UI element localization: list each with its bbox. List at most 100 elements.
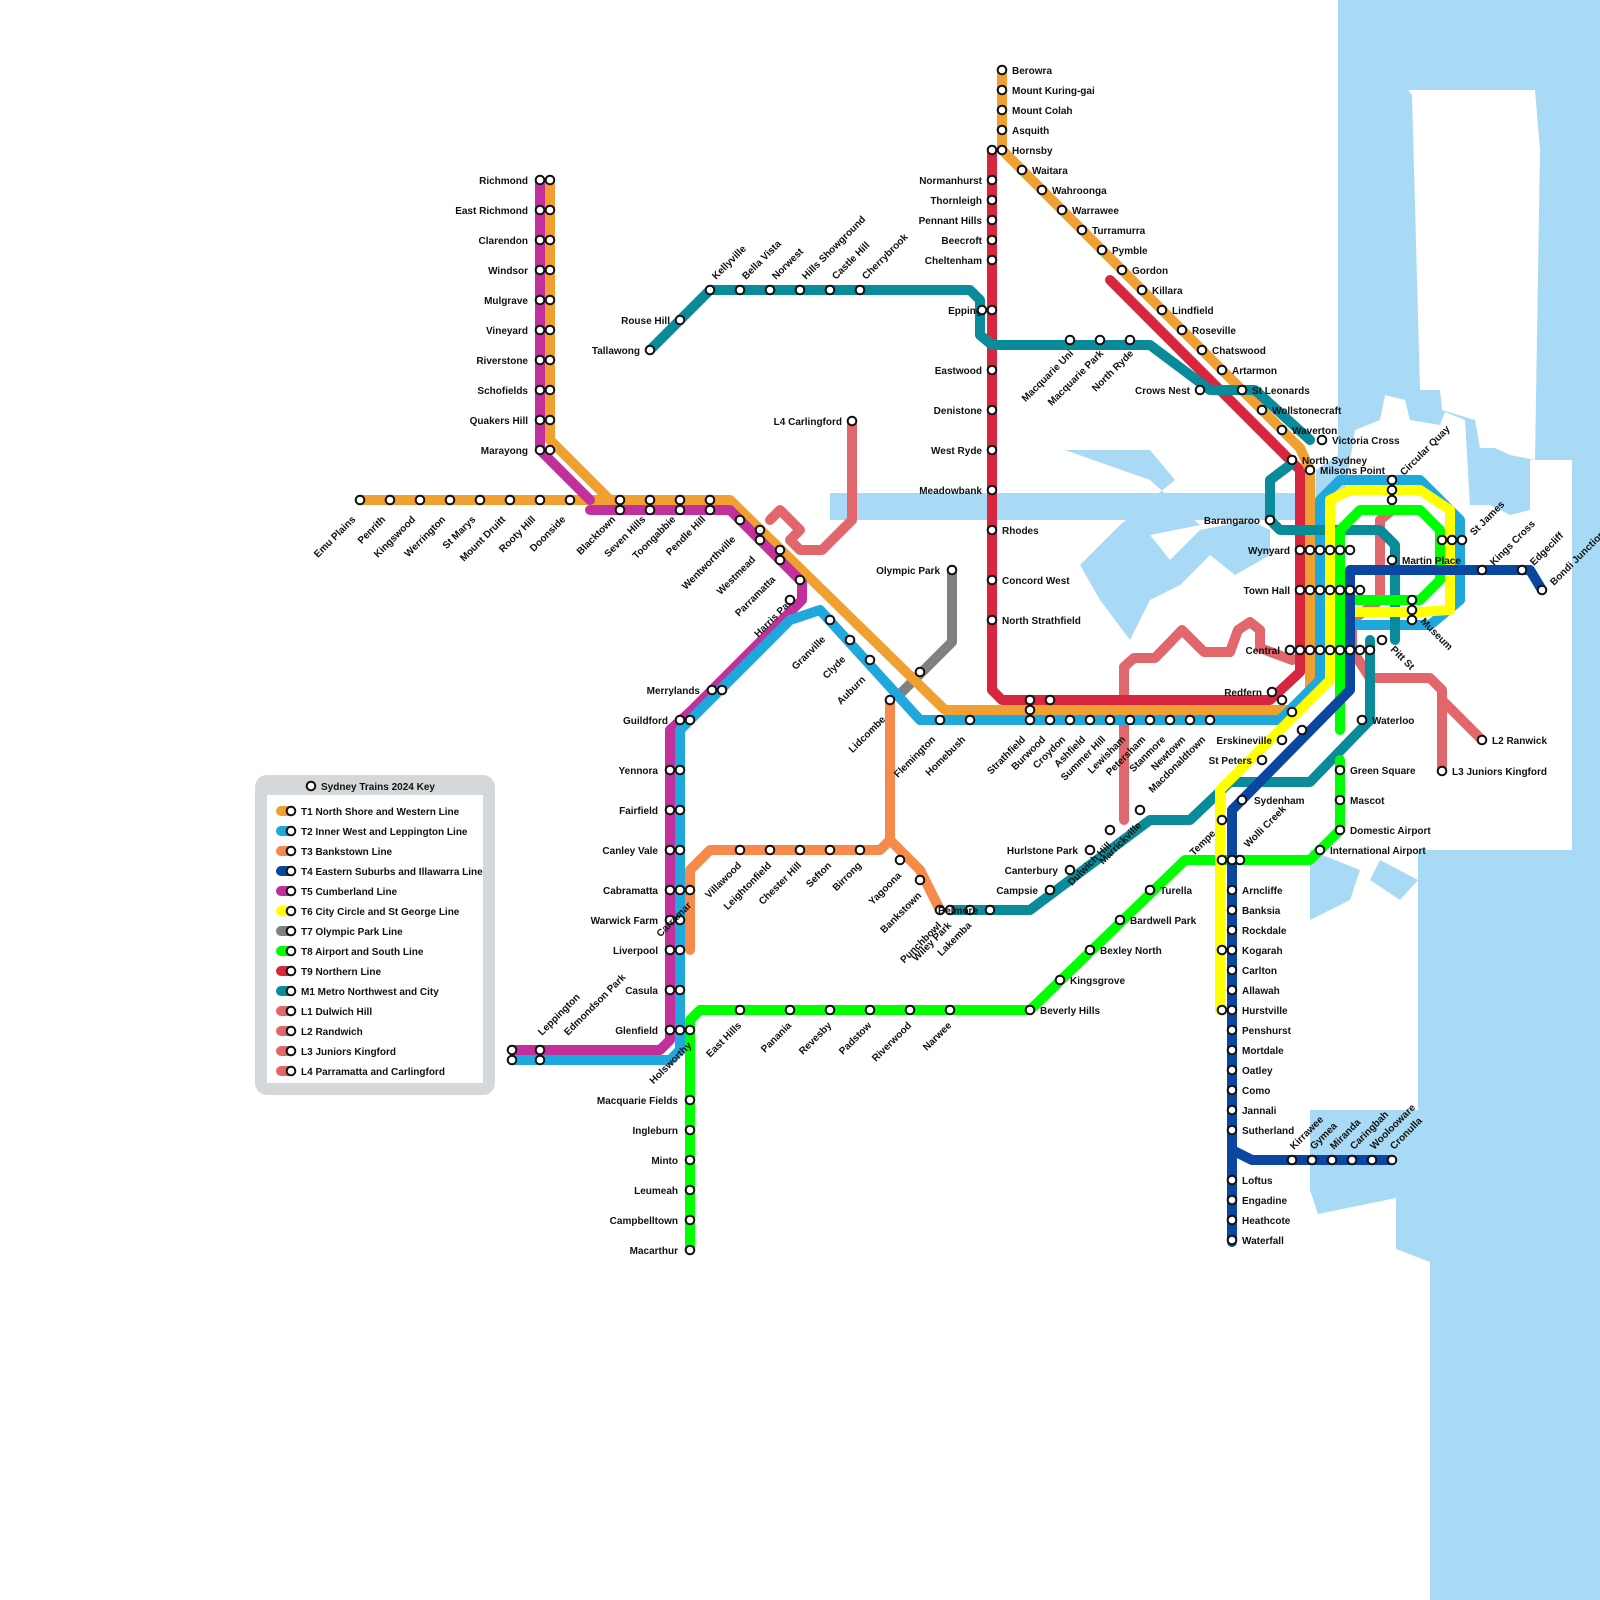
station-label-concord-west[interactable]: Concord West bbox=[1002, 576, 1070, 587]
station-label-campsie[interactable]: Campsie bbox=[996, 886, 1038, 897]
station-label-erskineville[interactable]: Erskineville bbox=[1216, 736, 1272, 747]
station-label-wolli-creek[interactable]: Wolli Creek bbox=[1242, 804, 1288, 850]
station-label-east-hills[interactable]: East Hills bbox=[705, 1020, 745, 1060]
station-label-bankstown[interactable]: Bankstown bbox=[879, 890, 924, 935]
station-label-thornleigh[interactable]: Thornleigh bbox=[930, 196, 982, 207]
station-label-cabramatta[interactable]: Cabramatta bbox=[603, 886, 658, 897]
station-label-yagoona[interactable]: Yagoona bbox=[867, 870, 905, 908]
station-label-turramurra[interactable]: Turramurra bbox=[1092, 226, 1146, 237]
station-label-bexley-north[interactable]: Bexley North bbox=[1100, 946, 1162, 957]
station-label-hurstville[interactable]: Hurstville bbox=[1242, 1006, 1288, 1017]
station-label-fairfield[interactable]: Fairfield bbox=[619, 806, 658, 817]
station-label-quakers-hill[interactable]: Quakers Hill bbox=[470, 416, 529, 427]
station-label-rouse-hill[interactable]: Rouse Hill bbox=[621, 316, 670, 327]
station-label-warrawee[interactable]: Warrawee bbox=[1072, 206, 1119, 217]
station-label-roseville[interactable]: Roseville bbox=[1192, 326, 1236, 337]
station-label-gordon[interactable]: Gordon bbox=[1132, 266, 1168, 277]
station-label-belmore[interactable]: Belmore bbox=[938, 906, 978, 917]
station-label-oatley[interactable]: Oatley bbox=[1242, 1066, 1273, 1077]
station-label-allawah[interactable]: Allawah bbox=[1242, 986, 1280, 997]
station-label-narwee[interactable]: Narwee bbox=[921, 1020, 954, 1053]
station-label-milsons-point[interactable]: Milsons Point bbox=[1320, 466, 1386, 477]
station-label-leumeah[interactable]: Leumeah bbox=[634, 1186, 678, 1197]
station-label-riverwood[interactable]: Riverwood bbox=[870, 1020, 914, 1064]
station-label-st-peters[interactable]: St Peters bbox=[1209, 756, 1253, 767]
station-label-como[interactable]: Como bbox=[1242, 1086, 1270, 1097]
station-label-mascot[interactable]: Mascot bbox=[1350, 796, 1385, 807]
station-label-victoria-cross[interactable]: Victoria Cross bbox=[1332, 436, 1400, 447]
station-label-marayong[interactable]: Marayong bbox=[481, 446, 528, 457]
station-label-turella[interactable]: Turella bbox=[1160, 886, 1192, 897]
station-label-mount-colah[interactable]: Mount Colah bbox=[1012, 106, 1073, 117]
station-label-loftus[interactable]: Loftus bbox=[1242, 1176, 1273, 1187]
station-label-casula[interactable]: Casula bbox=[625, 986, 658, 997]
station-label-warwick-farm[interactable]: Warwick Farm bbox=[591, 916, 659, 927]
station-label-sydenham[interactable]: Sydenham bbox=[1254, 796, 1305, 807]
station-label-east-richmond[interactable]: East Richmond bbox=[455, 206, 528, 217]
station-label-engadine[interactable]: Engadine bbox=[1242, 1196, 1287, 1207]
station-label-denistone[interactable]: Denistone bbox=[934, 406, 983, 417]
station-label-lidcombe[interactable]: Lidcombe bbox=[847, 714, 888, 755]
station-label-macquarie-fields[interactable]: Macquarie Fields bbox=[597, 1096, 679, 1107]
station-label-rockdale[interactable]: Rockdale bbox=[1242, 926, 1287, 937]
station-label-tallawong[interactable]: Tallawong bbox=[592, 346, 640, 357]
station-label-canley-vale[interactable]: Canley Vale bbox=[602, 846, 658, 857]
station-label-schofields[interactable]: Schofields bbox=[477, 386, 528, 397]
station-label-macquarie-uni[interactable]: Macquarie Uni bbox=[1020, 348, 1076, 404]
station-label-sutherland[interactable]: Sutherland bbox=[1242, 1126, 1294, 1137]
station-label-barangaroo[interactable]: Barangaroo bbox=[1204, 516, 1260, 527]
station-label-normanhurst[interactable]: Normanhurst bbox=[919, 176, 982, 187]
station-label-north-strathfield[interactable]: North Strathfield bbox=[1002, 616, 1081, 627]
station-label-l3-juniors-kingford[interactable]: L3 Juniors Kingford bbox=[1452, 767, 1547, 778]
station-label-ingleburn[interactable]: Ingleburn bbox=[632, 1126, 678, 1137]
station-label-riverstone[interactable]: Riverstone bbox=[476, 356, 528, 367]
station-label-circular-quay[interactable]: Circular Quay bbox=[1398, 424, 1452, 478]
station-label-carlton[interactable]: Carlton bbox=[1242, 966, 1277, 977]
station-label-international-airport[interactable]: International Airport bbox=[1330, 846, 1426, 857]
station-label-beverly-hills[interactable]: Beverly Hills bbox=[1040, 1006, 1100, 1017]
station-label-panania[interactable]: Panania bbox=[759, 1020, 794, 1055]
station-label-artarmon[interactable]: Artarmon bbox=[1232, 366, 1277, 377]
station-label-wahroonga[interactable]: Wahroonga bbox=[1052, 186, 1107, 197]
station-label-cheltenham[interactable]: Cheltenham bbox=[925, 256, 982, 267]
station-label-rhodes[interactable]: Rhodes bbox=[1002, 526, 1039, 537]
station-label-heathcote[interactable]: Heathcote bbox=[1242, 1216, 1291, 1227]
station-label-bardwell-park[interactable]: Bardwell Park bbox=[1130, 916, 1197, 927]
station-label-pymble[interactable]: Pymble bbox=[1112, 246, 1148, 257]
station-label-wynyard[interactable]: Wynyard bbox=[1248, 546, 1290, 557]
station-label-arncliffe[interactable]: Arncliffe bbox=[1242, 886, 1283, 897]
station-label-killara[interactable]: Killara bbox=[1152, 286, 1183, 297]
station-label-edgecliff[interactable]: Edgecliff bbox=[1528, 530, 1566, 568]
station-label-redfern[interactable]: Redfern bbox=[1224, 688, 1262, 699]
station-label-asquith[interactable]: Asquith bbox=[1012, 126, 1049, 137]
station-label-waterloo[interactable]: Waterloo bbox=[1372, 716, 1414, 727]
station-label-glenfield[interactable]: Glenfield bbox=[615, 1026, 658, 1037]
station-label-mortdale[interactable]: Mortdale bbox=[1242, 1046, 1284, 1057]
station-label-olympic-park[interactable]: Olympic Park bbox=[876, 566, 940, 577]
station-label-kogarah[interactable]: Kogarah bbox=[1242, 946, 1283, 957]
station-label-epping[interactable]: Epping bbox=[948, 306, 982, 317]
station-label-richmond[interactable]: Richmond bbox=[479, 176, 528, 187]
station-label-green-square[interactable]: Green Square bbox=[1350, 766, 1416, 777]
station-label-banksia[interactable]: Banksia bbox=[1242, 906, 1281, 917]
station-label-pennant-hills[interactable]: Pennant Hills bbox=[919, 216, 983, 227]
station-label-liverpool[interactable]: Liverpool bbox=[613, 946, 658, 957]
station-label-tempe[interactable]: Tempe bbox=[1188, 828, 1218, 858]
station-label-west-ryde[interactable]: West Ryde bbox=[931, 446, 982, 457]
station-label-campbelltown[interactable]: Campbelltown bbox=[610, 1216, 678, 1227]
station-label-crows-nest[interactable]: Crows Nest bbox=[1135, 386, 1191, 397]
station-label-emu-plains[interactable]: Emu Plains bbox=[312, 514, 358, 560]
station-label-clyde[interactable]: Clyde bbox=[821, 654, 848, 681]
station-label-town-hall[interactable]: Town Hall bbox=[1244, 586, 1291, 597]
station-label-domestic-airport[interactable]: Domestic Airport bbox=[1350, 826, 1431, 837]
station-label-revesby[interactable]: Revesby bbox=[797, 1020, 834, 1057]
station-label-waterfall[interactable]: Waterfall bbox=[1242, 1236, 1284, 1247]
station-label-westmead[interactable]: Westmead bbox=[715, 554, 758, 597]
station-label-beecroft[interactable]: Beecroft bbox=[941, 236, 982, 247]
station-label-l4-carlingford[interactable]: L4 Carlingford bbox=[774, 417, 842, 428]
station-label-minto[interactable]: Minto bbox=[651, 1156, 678, 1167]
station-label-granville[interactable]: Granville bbox=[790, 634, 828, 672]
station-label-canterbury[interactable]: Canterbury bbox=[1005, 866, 1059, 877]
station-label-lindfield[interactable]: Lindfield bbox=[1172, 306, 1214, 317]
station-label-penshurst[interactable]: Penshurst bbox=[1242, 1026, 1292, 1037]
